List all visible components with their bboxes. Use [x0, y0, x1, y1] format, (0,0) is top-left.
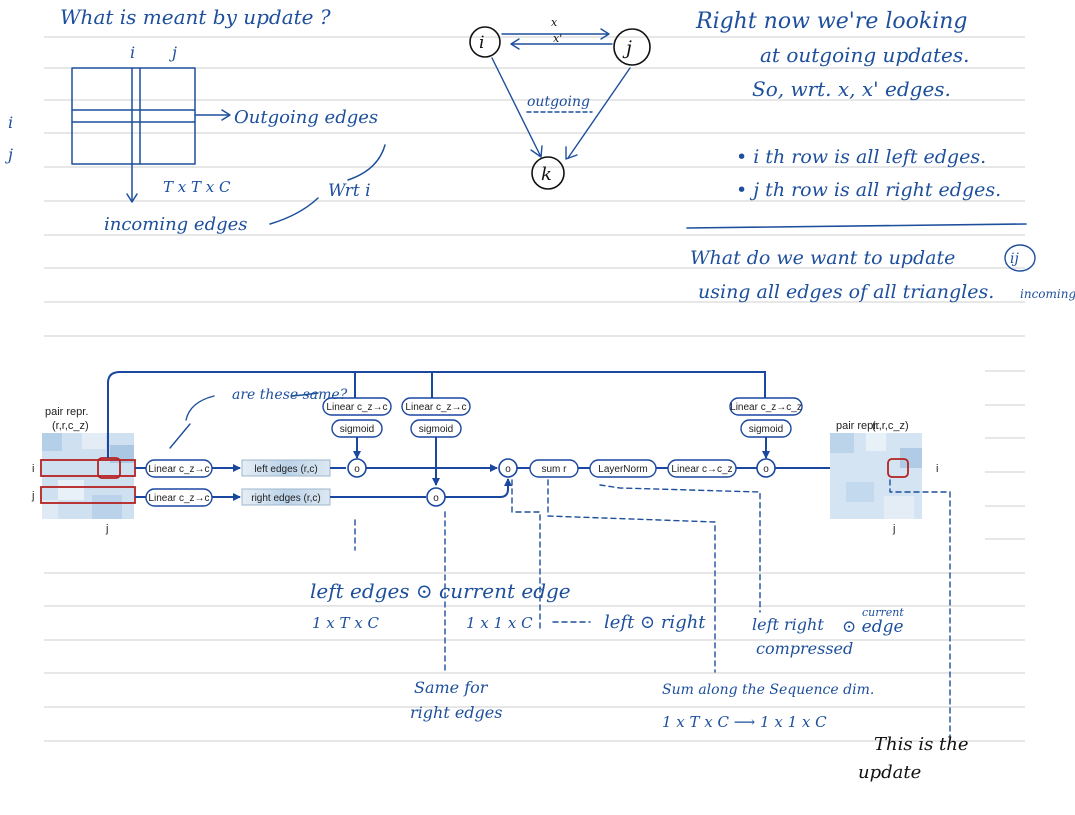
current-edge-2: ⊙ edge [842, 617, 904, 637]
right-edges-label: right edges (r,c) [251, 493, 320, 504]
grid-sketch [71, 67, 386, 225]
row-j-highlight [40, 486, 136, 504]
left-right-note: left ⊙ right [604, 612, 706, 633]
linear-out-label: Linear c→c_z [671, 464, 732, 475]
sum-dims-note: 1 x T x C ⟶ 1 x 1 x C [662, 713, 827, 731]
gate1-sigmoid-label: sigmoid [340, 424, 374, 435]
grid-row-label-i: i [8, 113, 13, 132]
pair-matrix-out [830, 433, 922, 519]
sum-along-note: Sum along the Sequence dim. [662, 682, 874, 698]
gate2-sigmoid-label: sigmoid [419, 424, 453, 435]
incoming-small: incoming [1020, 287, 1075, 301]
are-these-same-note: are these same? [232, 387, 348, 403]
bullet-1: • i th row is all left edges. [736, 146, 986, 168]
row-i-label: i [32, 463, 34, 475]
grid-col-label-i: i [130, 43, 135, 62]
col-j-label: j [105, 523, 108, 535]
wrt-i-text: Wrt i [328, 181, 371, 201]
gate2-multiply-label: o [433, 493, 439, 504]
row-j-label: j [31, 490, 34, 502]
left-edges-current-note: left edges ⊙ current edge [310, 579, 571, 603]
lr-compressed-2: compressed [756, 639, 853, 658]
update-note-2: update [858, 762, 921, 783]
outgoing-label: outgoing [527, 94, 590, 110]
pair-out-title: pair repr. [836, 420, 879, 432]
gate2-linear [401, 397, 471, 416]
sum-r-label: sum r [542, 464, 568, 475]
grid-row-label-j: j [5, 145, 13, 164]
linear-i-label: Linear c_z→c [148, 464, 209, 475]
pair-out-dims: (r,r,c_z) [872, 420, 909, 432]
dashed-connectors [354, 479, 951, 741]
out-i-label: i [936, 463, 938, 475]
dims-note-1: 1 x T x C [312, 614, 380, 632]
update-note-1: This is the [874, 734, 969, 755]
out-j-label: j [892, 523, 895, 535]
dims-note-2: 1 x 1 x C [466, 614, 533, 632]
ij-circle [1004, 244, 1036, 272]
node-j: j [622, 37, 632, 59]
gate3-linear [729, 397, 803, 416]
same-for-1: Same for [414, 678, 489, 697]
pair-in-dims: (r,r,c_z) [52, 420, 89, 432]
gate3-sigmoid-label: sigmoid [749, 424, 783, 435]
left-edges-label: left edges (r,c) [254, 464, 317, 475]
bullet-2: • j th row is all right edges. [736, 179, 1001, 201]
edge-x-label: x [551, 16, 558, 29]
want-line1: What do we want to update [690, 247, 955, 269]
gate3-multiply-label: o [763, 464, 769, 475]
right-note-underline [686, 223, 1027, 229]
current-edge-1: current [862, 606, 904, 619]
right-note-line2: at outgoing updates. [760, 43, 969, 67]
node-i: i [479, 33, 484, 53]
gate1-linear [322, 397, 392, 416]
updated-cell-highlight [887, 458, 909, 478]
incoming-edges-text: incoming edges [104, 214, 248, 235]
want-line2: using all edges of all triangles. [698, 281, 994, 303]
pair-in-title: pair repr. [45, 406, 88, 418]
ruled-lines [44, 36, 1025, 742]
lr-compressed-1: left right [752, 615, 824, 634]
want-ij: ij [1010, 251, 1019, 267]
edge-x-prime-label: x' [553, 32, 562, 45]
gate1-multiply-label: o [354, 464, 360, 475]
gate3-linear-label: Linear c_z→c_z [730, 402, 802, 413]
combine-multiply-label: o [505, 464, 511, 475]
right-note-line1: Right now we're looking [695, 9, 968, 34]
linear-j-label: Linear c_z→c [148, 493, 209, 504]
grid-dims-text: T x T x C [163, 178, 231, 196]
grid-col-label-j: j [169, 43, 177, 62]
question-text: What is meant by update ? [60, 5, 331, 29]
triangle-sketch [469, 26, 651, 190]
layernorm-label: LayerNorm [598, 464, 647, 475]
right-note-line3: So, wrt. x, x' edges. [752, 77, 951, 101]
top-bus-line [107, 371, 766, 458]
gate2-linear-label: Linear c_z→c [405, 402, 466, 413]
gate1-linear-label: Linear c_z→c [326, 402, 387, 413]
node-k: k [541, 164, 552, 185]
same-for-2: right edges [410, 703, 502, 722]
outgoing-edges-text: Outgoing edges [234, 107, 378, 128]
